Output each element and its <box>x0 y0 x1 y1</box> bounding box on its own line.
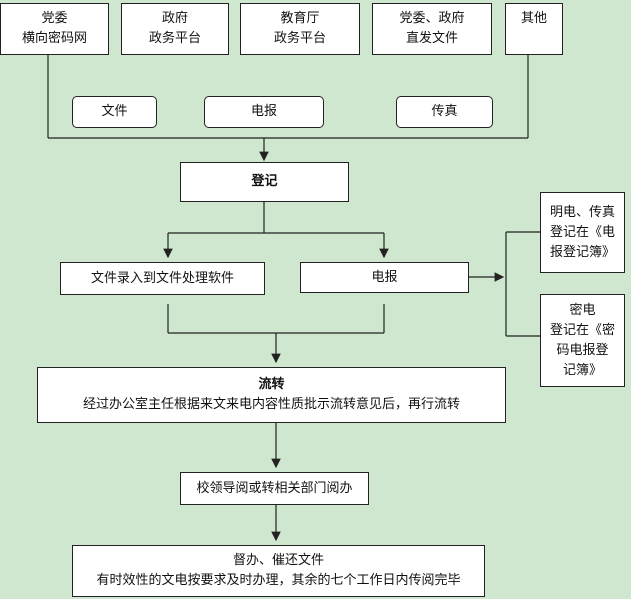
circulate-title: 流转 <box>258 377 285 392</box>
secret-telegram-register: 密电 登记在《密 码电报登 记簿》 <box>540 294 625 387</box>
type-fax: 传真 <box>396 96 493 128</box>
circulate-desc: 经过办公室主任根据来文来电内容性质批示流转意见后，再行流转 <box>82 397 460 412</box>
supervise-step: 督办、催还文件 有时效性的文电按要求及时办理，其余的七个工作日内传阅完毕 <box>72 545 485 597</box>
type-file-label: 文件 <box>101 104 128 119</box>
source-party-gov-direct: 党委、政府 直发文件 <box>372 3 492 55</box>
register-step: 登记 <box>180 162 349 202</box>
source-others-line1: 其他 <box>520 11 547 26</box>
circulate-step: 流转 经过办公室主任根据来文来电内容性质批示流转意见后，再行流转 <box>37 367 506 423</box>
telegram-step-label: 电报 <box>371 269 398 285</box>
secret-telegram-line3: 码电报登 <box>556 342 609 358</box>
supervise-title: 督办、催还文件 <box>232 553 324 568</box>
plain-telegram-register: 明电、传真 登记在《电 报登记簿》 <box>540 192 625 273</box>
source-party-gov-direct-line2: 直发文件 <box>405 31 458 46</box>
telegram-step: 电报 <box>300 262 469 293</box>
source-edu-platform: 教育厅 政务平台 <box>240 3 360 55</box>
register-label: 登记 <box>251 174 278 189</box>
source-party-secure-net-line1: 党委 <box>41 11 68 26</box>
type-fax-label: 传真 <box>431 104 458 119</box>
review-label: 校领导阅或转相关部门阅办 <box>196 480 353 496</box>
plain-telegram-line2: 登记在《电 <box>549 224 615 240</box>
plain-telegram-line1: 明电、传真 <box>549 204 615 220</box>
source-edu-platform-line1: 教育厅 <box>280 11 320 26</box>
plain-telegram-line3: 报登记簿》 <box>549 244 615 260</box>
source-party-gov-direct-line1: 党委、政府 <box>399 11 465 26</box>
supervise-desc: 有时效性的文电按要求及时办理，其余的七个工作日内传阅完毕 <box>96 573 461 588</box>
review-step: 校领导阅或转相关部门阅办 <box>180 472 369 505</box>
source-gov-platform: 政府 政务平台 <box>121 3 229 55</box>
source-party-secure-net-line2: 横向密码网 <box>21 31 87 46</box>
source-gov-platform-line1: 政府 <box>161 11 188 26</box>
source-gov-platform-line2: 政务平台 <box>148 31 201 46</box>
secret-telegram-line2: 登记在《密 <box>549 322 615 338</box>
secret-telegram-line4: 记簿》 <box>562 362 602 378</box>
secret-telegram-line1: 密电 <box>569 302 596 318</box>
source-edu-platform-line2: 政务平台 <box>273 31 326 46</box>
type-telegram: 电报 <box>204 96 324 128</box>
type-telegram-label: 电报 <box>250 104 277 119</box>
entry-software-step: 文件录入到文件处理软件 <box>60 262 265 295</box>
source-party-secure-net: 党委 横向密码网 <box>0 3 109 55</box>
type-file: 文件 <box>72 96 157 128</box>
entry-software-label: 文件录入到文件处理软件 <box>90 270 234 286</box>
source-others: 其他 <box>505 3 563 55</box>
